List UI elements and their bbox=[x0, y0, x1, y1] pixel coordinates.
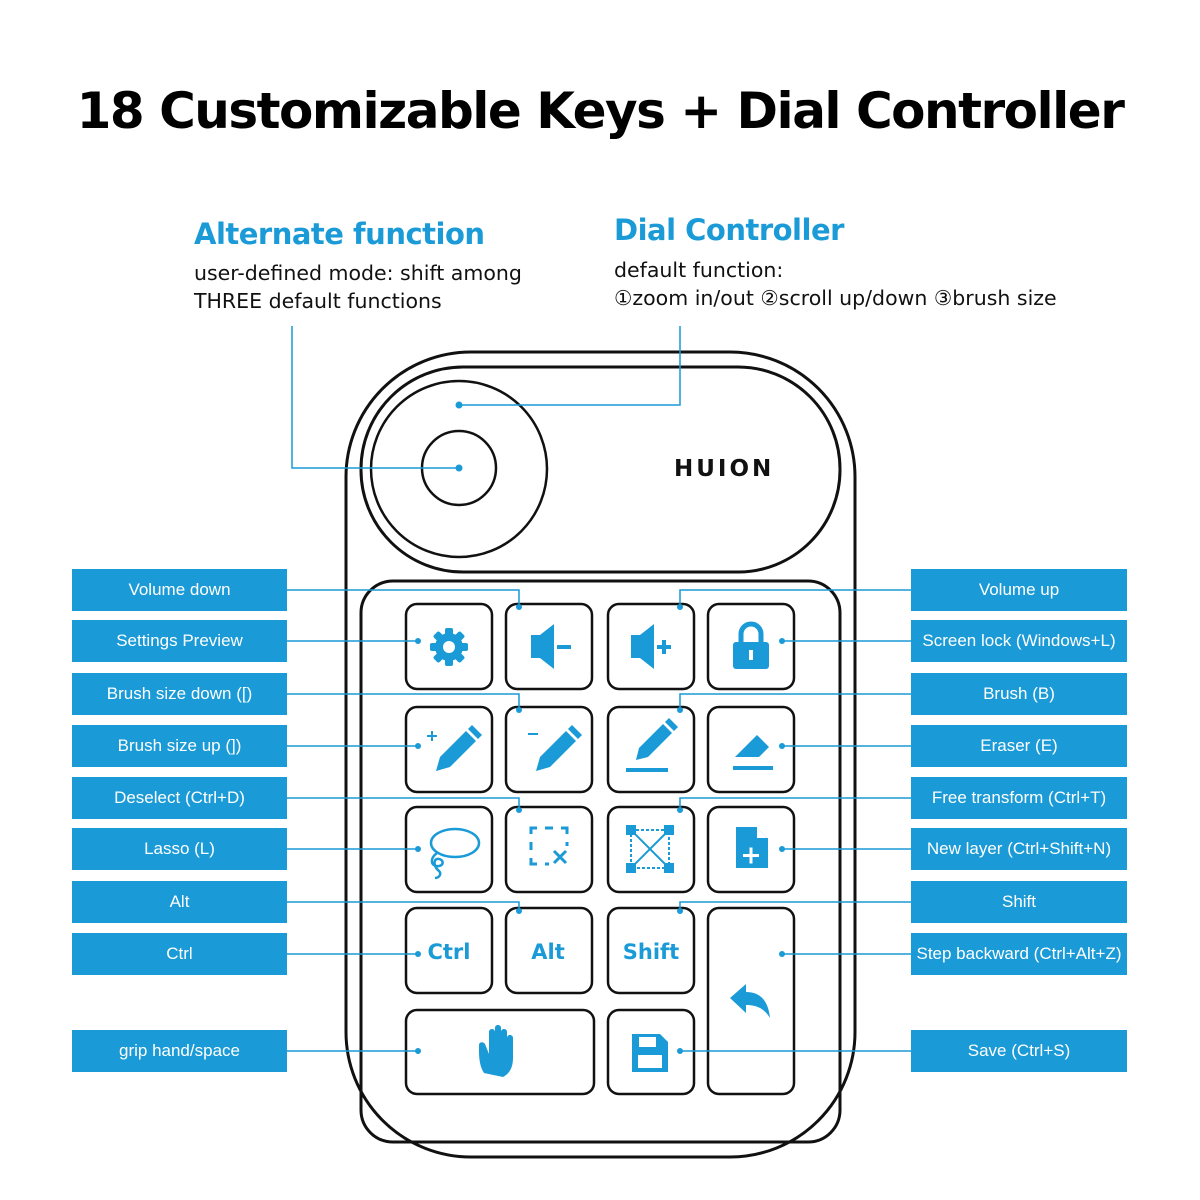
label-ctrl: Ctrl bbox=[72, 933, 287, 975]
hand-icon bbox=[479, 1025, 513, 1077]
gear-icon bbox=[430, 628, 468, 666]
label-free-transform: Free transform (Ctrl+T) bbox=[911, 777, 1127, 819]
key-ctrl bbox=[404, 906, 494, 995]
dial-ring bbox=[369, 379, 549, 559]
label-shift: Shift bbox=[911, 881, 1127, 923]
volume-down-icon bbox=[531, 624, 571, 669]
label-deselect: Deselect (Ctrl+D) bbox=[72, 777, 287, 819]
dial-controller-line-1: default function: bbox=[614, 258, 784, 282]
key-alt bbox=[504, 906, 594, 995]
lock-icon bbox=[733, 621, 769, 669]
alternate-function-line-2: THREE default functions bbox=[194, 289, 442, 313]
new-layer-icon bbox=[736, 827, 768, 868]
save-icon bbox=[632, 1034, 668, 1072]
eraser-icon bbox=[733, 735, 773, 770]
pen-line-icon bbox=[626, 718, 678, 772]
label-screen-lock: Screen lock (Windows+L) bbox=[911, 620, 1127, 662]
huion-logo: HUION bbox=[674, 456, 774, 482]
callout-dots bbox=[415, 401, 785, 1054]
label-eraser: Eraser (E) bbox=[911, 725, 1127, 767]
label-new-layer: New layer (Ctrl+Shift+N) bbox=[911, 828, 1127, 870]
dial-controller-line-2: ①zoom in/out ②scroll up/down ③brush size bbox=[614, 286, 1057, 310]
ctrl-key-label: Ctrl bbox=[427, 940, 470, 964]
deselect-icon bbox=[529, 826, 569, 866]
volume-up-icon bbox=[631, 624, 671, 669]
label-alt: Alt bbox=[72, 881, 287, 923]
label-brush-size-down: Brush size down ([) bbox=[72, 673, 287, 715]
label-save: Save (Ctrl+S) bbox=[911, 1030, 1127, 1072]
callout-lines bbox=[287, 326, 911, 1052]
alternate-function-line-1: user-defined mode: shift among bbox=[194, 261, 522, 285]
alternate-function-heading: Alternate function bbox=[194, 217, 485, 251]
page-title: 18 Customizable Keys + Dial Controller bbox=[76, 82, 1125, 140]
key-shift bbox=[606, 906, 696, 995]
label-step-backward: Step backward (Ctrl+Alt+Z) bbox=[911, 933, 1127, 975]
keypad-panel bbox=[359, 579, 842, 1144]
label-brush-size-up: Brush size up (]) bbox=[72, 725, 287, 767]
label-grip-hand-space: grip hand/space bbox=[72, 1030, 287, 1072]
label-settings-preview: Settings Preview bbox=[72, 620, 287, 662]
dial-panel bbox=[359, 365, 842, 574]
device-outline bbox=[344, 350, 857, 1159]
pencil-minus-icon bbox=[528, 725, 582, 771]
label-volume-up: Volume up bbox=[911, 569, 1127, 611]
pencil-plus-icon bbox=[427, 725, 482, 771]
label-volume-down: Volume down bbox=[72, 569, 287, 611]
dial-controller-heading: Dial Controller bbox=[614, 213, 844, 247]
key-deselect bbox=[504, 805, 594, 894]
label-brush: Brush (B) bbox=[911, 673, 1127, 715]
label-lasso: Lasso (L) bbox=[72, 828, 287, 870]
transform-icon bbox=[626, 825, 674, 873]
alt-key-label: Alt bbox=[531, 940, 565, 964]
undo-icon bbox=[730, 984, 770, 1018]
lasso-icon bbox=[429, 827, 481, 880]
shift-key-label: Shift bbox=[623, 940, 679, 964]
